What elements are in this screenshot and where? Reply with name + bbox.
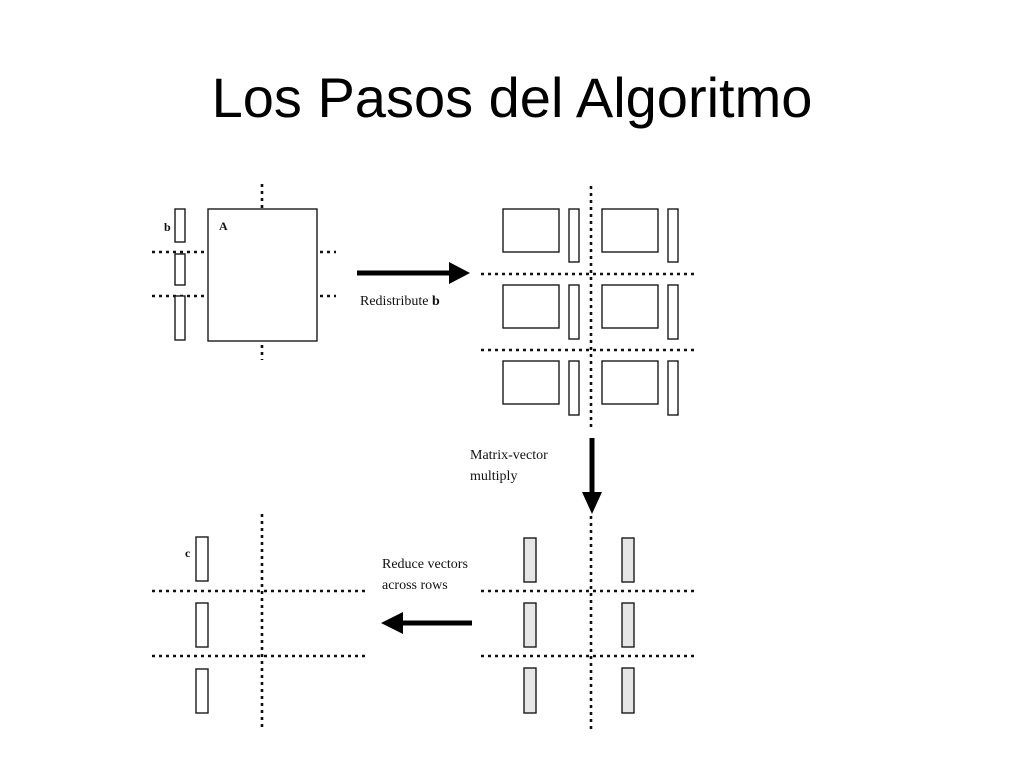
vector-c-label: c [185,546,191,560]
matrix-block [502,284,560,329]
matrix-block [601,208,659,253]
vector-c-block [195,668,209,714]
vector-block [667,208,679,263]
vector-block [568,208,580,263]
redistribute-label: Redistribute b [360,294,440,309]
panel-partial-results [481,516,696,730]
vector-b-block [174,253,186,286]
matrix-block [601,284,659,329]
vector-block [667,284,679,340]
panel-redistributed [481,186,696,430]
arrow-redistribute: Redistribute b [357,262,470,309]
vector-c-block [195,602,209,648]
vector-b-block [174,295,186,341]
matrix-block [502,360,560,405]
arrow-down-icon [582,492,602,514]
matrix-block [502,208,560,253]
arrow-left-icon [381,612,403,634]
partial-vector-block [621,537,635,583]
vector-c-block [195,536,209,582]
matrix-a-label: A [219,219,228,233]
arrow-right-icon [449,262,470,284]
panel-final-result: c [152,514,368,730]
arrow-reduce: Reduce vectors across rows [381,557,472,634]
reduce-label-line2: across rows [382,578,448,593]
vector-b-label: b [164,220,171,234]
partial-vector-block [621,667,635,714]
vector-b-block [174,208,186,243]
vector-block [568,284,580,340]
panel-original-distribution: b A [152,184,336,360]
partial-vector-block [621,602,635,648]
matrix-a [207,208,318,342]
slide-title: Los Pasos del Algoritmo [211,66,813,129]
multiply-label-line2: multiply [470,469,517,484]
partial-vector-block [523,667,537,714]
reduce-label-line1: Reduce vectors [382,557,468,572]
partial-vector-block [523,537,537,583]
partial-vector-block [523,602,537,648]
arrow-multiply: Matrix-vector multiply [470,438,602,514]
matrix-block [601,360,659,405]
multiply-label-line1: Matrix-vector [470,448,548,463]
vector-block [568,360,580,416]
vector-block [667,360,679,416]
